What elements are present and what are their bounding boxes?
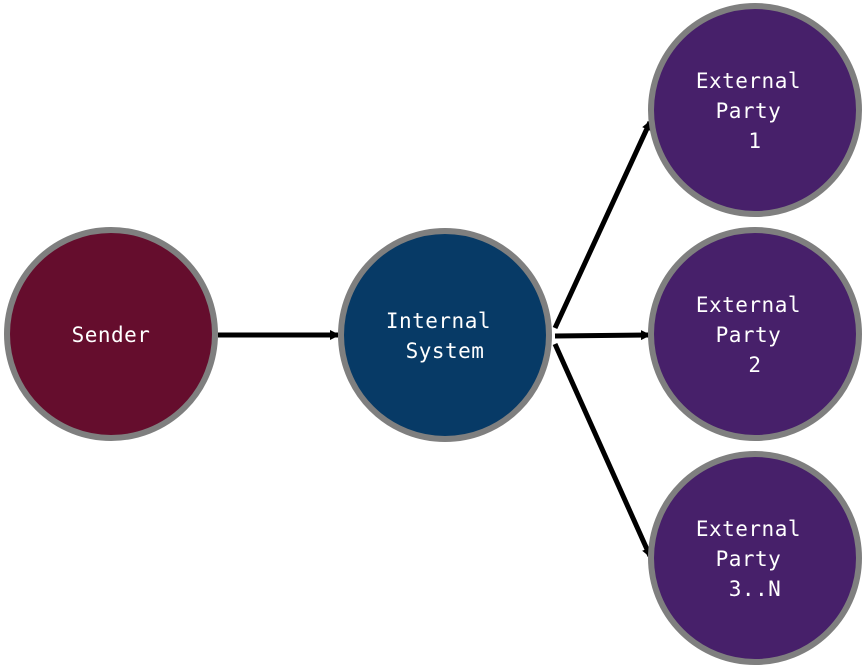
node-internal-system-line-2: System (406, 339, 485, 363)
node-external-party-1-line-3: 1 (748, 129, 761, 153)
node-external-party-2-line-3: 2 (748, 353, 761, 377)
node-external-party-1-line-1: External (696, 69, 801, 93)
node-external-party-1-line-2: Party (716, 99, 782, 123)
node-external-party-3n-circle (648, 451, 862, 665)
arrow-internal-to-external-1 (552, 120, 653, 330)
node-external-party-3n-label: External Party 3..N (696, 517, 814, 601)
node-external-party-2: External Party 2 (648, 227, 862, 441)
edges (218, 120, 653, 558)
node-external-party-1: External Party 1 (648, 3, 862, 217)
node-external-party-3n-line-1: External (696, 517, 801, 541)
node-internal-system-circle (338, 228, 552, 442)
node-external-party-3n-line-2: Party (716, 547, 782, 571)
node-external-party-1-circle (648, 3, 862, 217)
node-external-party-2-label: External Party 2 (696, 293, 814, 377)
node-sender: Sender (4, 227, 218, 441)
node-external-party-3n-line-3: 3..N (729, 577, 782, 601)
node-external-party-2-line-2: Party (716, 323, 782, 347)
node-sender-circle (4, 227, 218, 441)
node-sender-line: Sender (72, 323, 151, 347)
arrow-internal-to-external-2 (554, 330, 651, 341)
node-external-party-1-label: External Party 1 (696, 69, 814, 153)
node-sender-label: Sender (72, 323, 151, 347)
arrow-internal-to-external-3 (552, 342, 653, 558)
node-internal-system-line-1: Internal (386, 309, 491, 333)
node-internal-system: Internal System (338, 228, 552, 442)
node-external-party-2-line-1: External (696, 293, 801, 317)
node-external-party-2-circle (648, 227, 862, 441)
node-external-party-3n: External Party 3..N (648, 451, 862, 665)
node-internal-system-label: Internal System (386, 309, 504, 363)
